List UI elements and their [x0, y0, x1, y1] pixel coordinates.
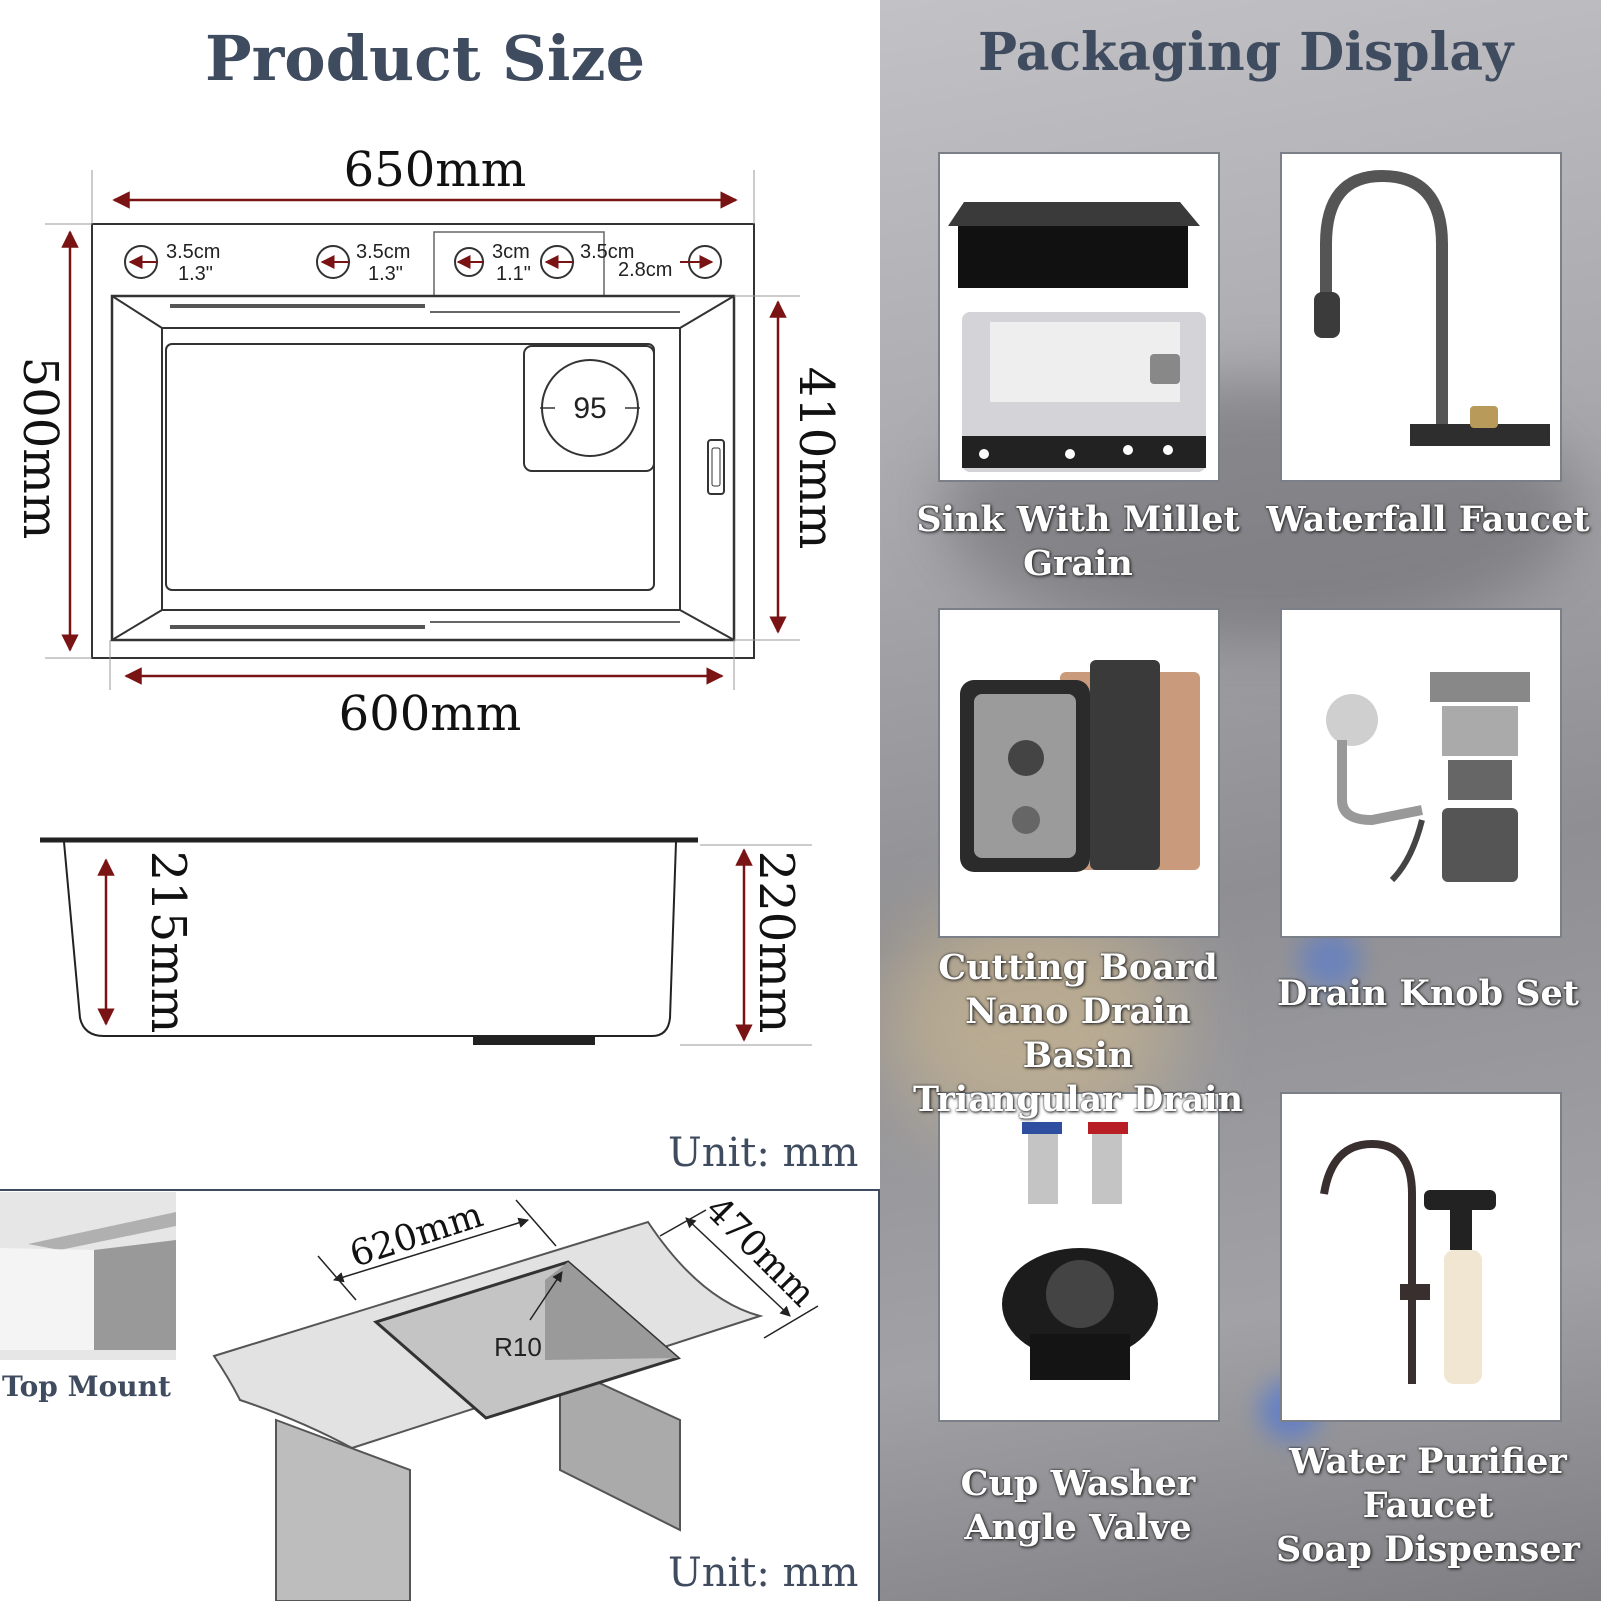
countertop-diagram — [212, 1220, 764, 1601]
corner-radius-label: R10 — [494, 1332, 542, 1362]
hole-4-cm: 3.5cm — [580, 241, 634, 263]
water-purifier-panel — [1280, 1092, 1562, 1422]
caption-waterfall-faucet: Waterfall Faucet — [1266, 499, 1590, 540]
product-size-title: Product Size — [205, 22, 646, 95]
unit-label-bottom: Unit: mm — [668, 1550, 859, 1596]
overall-width-label: 650mm — [344, 142, 527, 198]
side-dimension-arrows — [97, 848, 753, 1042]
dimension-arrows — [61, 191, 787, 685]
cutting-board-image — [960, 660, 1200, 872]
hole-labels: 3.5cm 1.3" 3.5cm 1.3" 3cm 1.1" 3.5cm 2.8… — [166, 241, 672, 285]
hole-2-inch: 1.3" — [368, 263, 403, 285]
drain-knob-panel — [1280, 608, 1562, 938]
sink-side-view — [40, 837, 812, 1046]
hole-1-inch: 1.3" — [178, 263, 213, 285]
faucet-image — [1314, 169, 1550, 446]
caption-water-purifier: Water Purifier Faucet Soap Dispenser — [1276, 1441, 1580, 1570]
sink-panel — [938, 152, 1220, 482]
dimension-drawing: 650mm 600mm 500mm 410mm 95 3.5cm 1.3" 3.… — [0, 142, 880, 1601]
water-purifier-image — [1320, 1139, 1496, 1384]
hole-1-cm: 3.5cm — [166, 241, 220, 263]
countertop-dimension-lines — [317, 1199, 819, 1339]
drain-knob-image — [1326, 672, 1530, 883]
inner-width-label: 600mm — [339, 686, 522, 742]
caption-cutting-board: Cutting Board Nano Drain Basin Triangula… — [912, 947, 1244, 1120]
cutout-length-label: 620mm — [345, 1194, 488, 1275]
hole-4-extra: 2.8cm — [618, 259, 672, 281]
hole-3-cm: 3cm — [492, 241, 530, 263]
cutting-board-panel — [938, 608, 1220, 938]
hole-2-cm: 3.5cm — [356, 241, 410, 263]
hole-3-inch: 1.1" — [496, 263, 531, 285]
packaging-display-title: Packaging Display — [978, 22, 1514, 83]
cup-washer-panel — [938, 1092, 1220, 1422]
caption-drain-knob: Drain Knob Set — [1277, 973, 1579, 1014]
overall-depth-label: 500mm — [12, 357, 68, 540]
sink-image — [948, 202, 1206, 472]
cup-washer-image — [1002, 1122, 1158, 1380]
top-mount-thumbnail — [0, 1192, 176, 1360]
faucet-holes — [124, 245, 722, 279]
caption-sink: Sink With Millet Grain — [916, 499, 1240, 584]
top-mount-label: Top Mount — [2, 1370, 171, 1403]
caption-cup-washer: Cup Washer Angle Valve — [960, 1463, 1196, 1548]
unit-label-top: Unit: mm — [668, 1130, 859, 1176]
inner-depth-label: 410mm — [788, 367, 844, 550]
installation-frame — [0, 1189, 880, 1601]
background-blur — [1300, 930, 1360, 990]
sink-top-view — [45, 170, 800, 690]
drain-diameter-label: 95 — [573, 392, 606, 425]
side-inner-depth-label: 215mm — [140, 851, 196, 1034]
faucet-panel — [1280, 152, 1562, 482]
side-outer-depth-label: 220mm — [748, 851, 804, 1034]
